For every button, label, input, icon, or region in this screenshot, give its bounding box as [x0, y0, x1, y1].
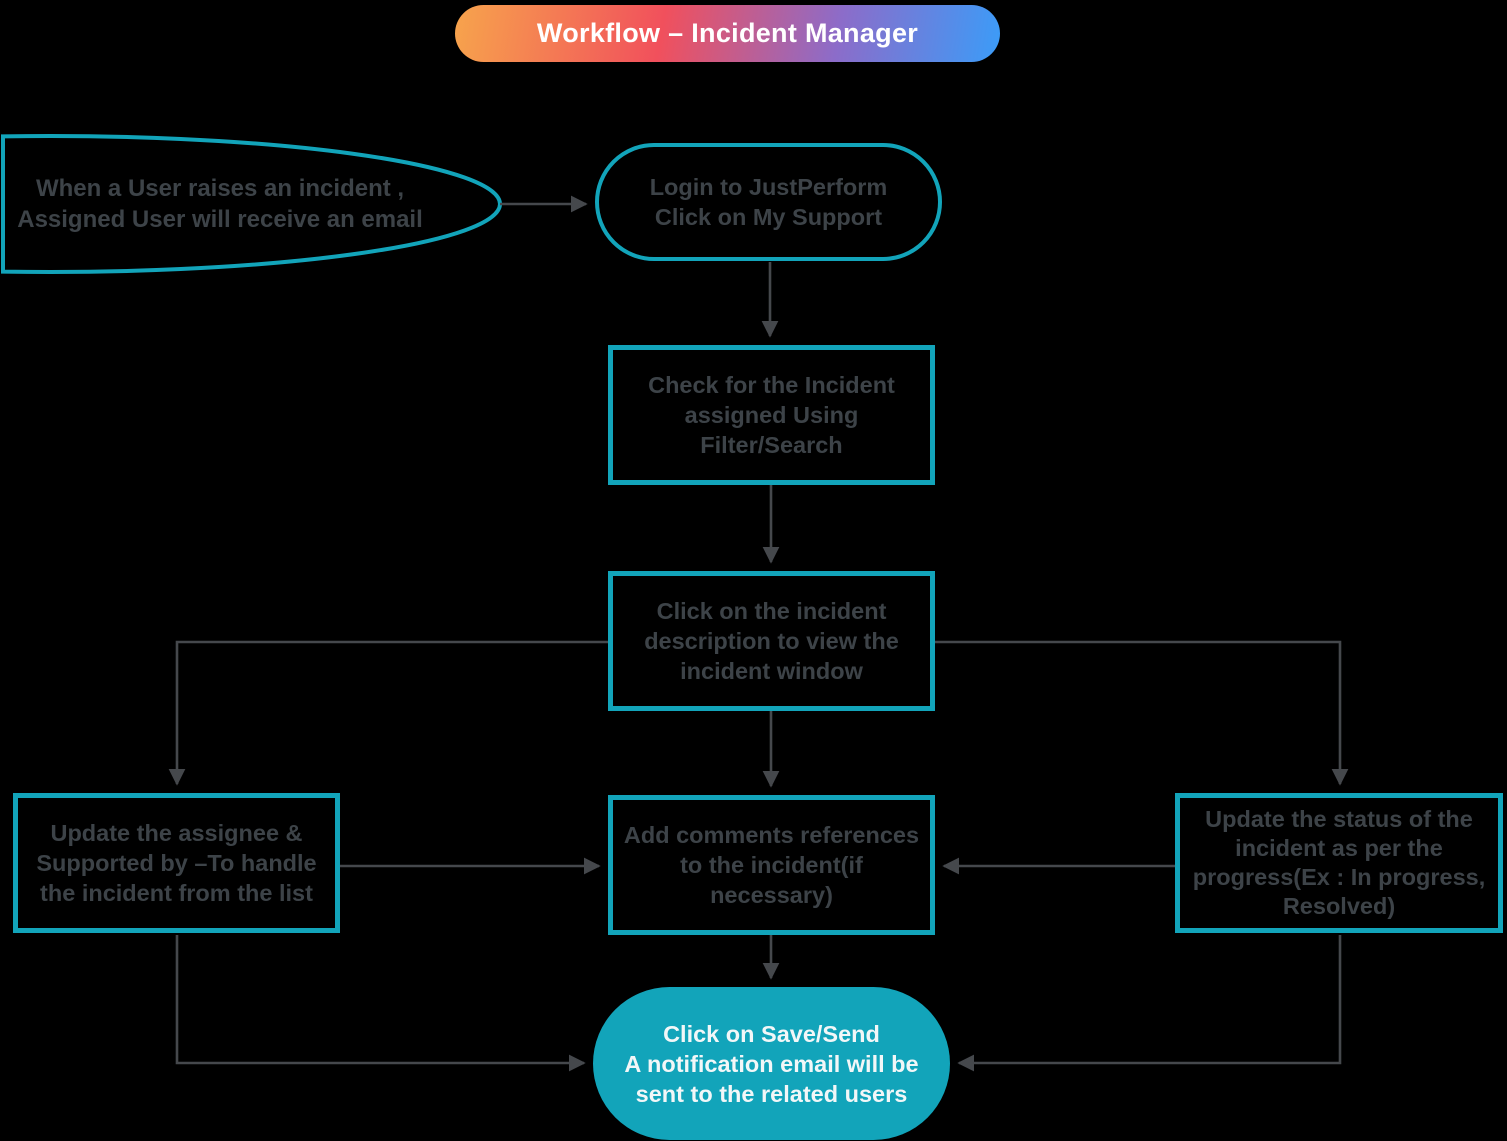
update-assignee-node: Update the assignee & Supported by –To h…	[13, 793, 340, 933]
login-node-line: Click on My Support	[654, 204, 883, 230]
title-banner: Workflow – Incident Manager	[455, 5, 1000, 62]
add-comments-node: Add comments references to the incident(…	[608, 795, 935, 935]
update-assignee-line: the incident from the list	[40, 880, 313, 906]
save-send-line: sent to the related users	[635, 1080, 908, 1107]
save-send-line: Click on Save/Send	[663, 1020, 880, 1047]
check-incident-node: Check for the Incident assigned Using Fi…	[608, 345, 935, 485]
view-incident-line: Click on the incident	[656, 598, 887, 624]
update-status-node: Update the status of the incident as per…	[1175, 793, 1503, 933]
check-incident-line: Filter/Search	[700, 432, 843, 458]
edge-view-status	[935, 640, 1349, 786]
login-node: Login to JustPerform Click on My Support	[595, 143, 942, 261]
diagram-title: Workflow – Incident Manager	[536, 18, 919, 48]
update-assignee-line: Supported by –To handle	[36, 850, 317, 876]
update-status-line: Update the status of the	[1205, 806, 1473, 832]
view-incident-line: description to view the	[644, 628, 899, 654]
save-send-line: A notification email will be	[624, 1050, 919, 1077]
check-incident-line: assigned Using	[684, 402, 859, 428]
view-incident-node: Click on the incident description to vie…	[608, 571, 935, 711]
edge-status-save	[957, 935, 1342, 1072]
start-node-line: Assigned User will receive an email	[17, 206, 423, 233]
check-incident-line: Check for the Incident	[648, 372, 895, 398]
update-status-line: progress(Ex : In progress,	[1192, 864, 1486, 890]
update-status-line: incident as per the	[1235, 835, 1443, 861]
edge-assignee-save	[175, 935, 586, 1072]
view-incident-line: incident window	[680, 658, 863, 684]
add-comments-line: necessary)	[710, 882, 833, 908]
edge-view-assignee	[168, 640, 608, 786]
update-assignee-line: Update the assignee &	[50, 820, 303, 846]
login-node-line: Login to JustPerform	[649, 174, 888, 200]
start-node: When a User raises an incident , Assigne…	[5, 168, 435, 240]
save-send-node: Click on Save/Send A notification email …	[593, 987, 950, 1140]
add-comments-line: to the incident(if	[680, 852, 863, 878]
update-status-line: Resolved)	[1282, 893, 1396, 919]
add-comments-line: Add comments references	[623, 822, 920, 848]
start-node-line: When a User raises an incident ,	[35, 175, 405, 202]
